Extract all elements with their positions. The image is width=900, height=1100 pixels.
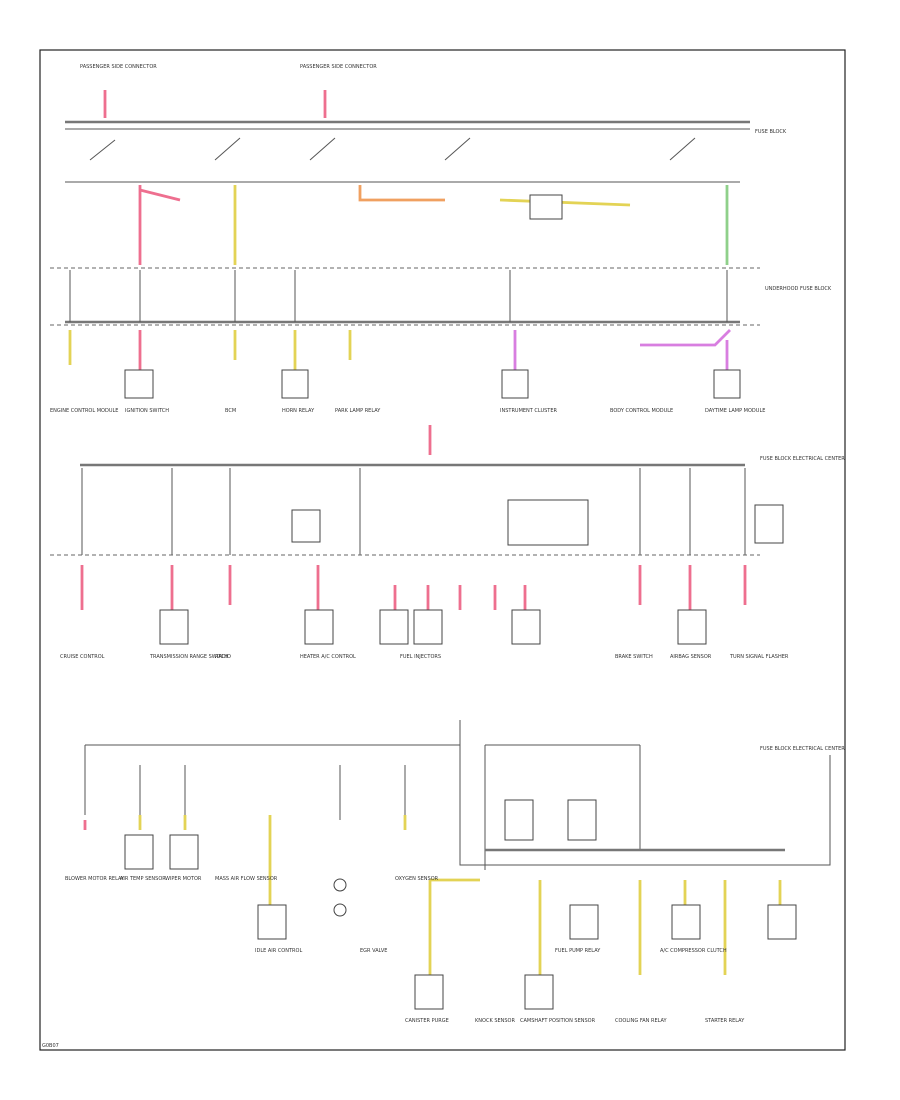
middle-section: FUSE BLOCK ELECTRICAL CENTER CRUISE — [50, 425, 845, 660]
svg-text:BODY CONTROL MODULE: BODY CONTROL MODULE — [610, 408, 673, 414]
svg-text:RADIO: RADIO — [215, 654, 231, 660]
top-bus-label: FUSE BLOCK — [755, 129, 787, 135]
svg-text:A/C COMPRESSOR CLUTCH: A/C COMPRESSOR CLUTCH — [660, 948, 727, 954]
svg-text:INSTRUMENT CLUSTER: INSTRUMENT CLUSTER — [500, 408, 558, 414]
top-section: PASSENGER SIDE CONNECTOR PASSENGER SIDE … — [65, 64, 787, 265]
svg-text:FUEL PUMP RELAY: FUEL PUMP RELAY — [555, 948, 601, 954]
top-source-label-mid: PASSENGER SIDE CONNECTOR — [300, 64, 377, 70]
svg-text:PARK LAMP RELAY: PARK LAMP RELAY — [335, 408, 381, 414]
svg-text:CRUISE CONTROL: CRUISE CONTROL — [60, 654, 105, 660]
module-row-1: ENGINE CONTROL MODULE IGNITION SWITCH BC… — [50, 329, 765, 414]
fuse-row-2 — [69, 270, 728, 322]
relay-box-top — [529, 194, 563, 220]
svg-text:BCM: BCM — [225, 408, 236, 414]
svg-text:ENGINE CONTROL MODULE: ENGINE CONTROL MODULE — [50, 408, 118, 414]
svg-text:AIR TEMP SENSOR: AIR TEMP SENSOR — [120, 876, 166, 882]
svg-text:HEATER A/C CONTROL: HEATER A/C CONTROL — [300, 654, 356, 660]
svg-text:OXYGEN SENSOR: OXYGEN SENSOR — [395, 876, 439, 882]
svg-text:KNOCK SENSOR: KNOCK SENSOR — [475, 1018, 515, 1024]
svg-text:MASS AIR FLOW SENSOR: MASS AIR FLOW SENSOR — [215, 876, 278, 882]
svg-text:EGR VALVE: EGR VALVE — [360, 948, 387, 954]
underhood-label: UNDERHOOD FUSE BLOCK — [765, 286, 832, 292]
svg-text:TURN SIGNAL FLASHER: TURN SIGNAL FLASHER — [729, 654, 789, 660]
bottom-section: FUSE BLOCK ELECTRICAL CENTER — [65, 720, 845, 1024]
svg-text:WIPER MOTOR: WIPER MOTOR — [165, 876, 202, 882]
svg-text:DAYTIME LAMP MODULE: DAYTIME LAMP MODULE — [705, 408, 765, 414]
svg-text:IGNITION SWITCH: IGNITION SWITCH — [125, 408, 169, 414]
svg-text:COOLING FAN RELAY: COOLING FAN RELAY — [615, 1018, 668, 1024]
svg-text:TRANSMISSION RANGE SWITCH: TRANSMISSION RANGE SWITCH — [149, 654, 228, 660]
top-source-label-left: PASSENGER SIDE CONNECTOR — [80, 64, 157, 70]
page-code: G0B07 — [42, 1043, 59, 1049]
svg-text:CANISTER PURGE: CANISTER PURGE — [405, 1018, 449, 1024]
svg-text:BRAKE SWITCH: BRAKE SWITCH — [615, 654, 653, 660]
page-frame — [39, 49, 846, 1051]
svg-text:IDLE AIR CONTROL: IDLE AIR CONTROL — [255, 948, 302, 954]
svg-text:CAMSHAFT POSITION SENSOR: CAMSHAFT POSITION SENSOR — [520, 1018, 596, 1024]
svg-text:STARTER RELAY: STARTER RELAY — [705, 1018, 745, 1024]
svg-text:AIRBAG SENSOR: AIRBAG SENSOR — [670, 654, 712, 660]
svg-text:FUEL INJECTORS: FUEL INJECTORS — [400, 654, 441, 660]
svg-text:BLOWER MOTOR RELAY: BLOWER MOTOR RELAY — [65, 876, 125, 882]
right-block-label: FUSE BLOCK ELECTRICAL CENTER — [760, 456, 845, 462]
svg-text:HORN RELAY: HORN RELAY — [282, 408, 315, 414]
bottom-block-label: FUSE BLOCK ELECTRICAL CENTER — [760, 746, 845, 752]
